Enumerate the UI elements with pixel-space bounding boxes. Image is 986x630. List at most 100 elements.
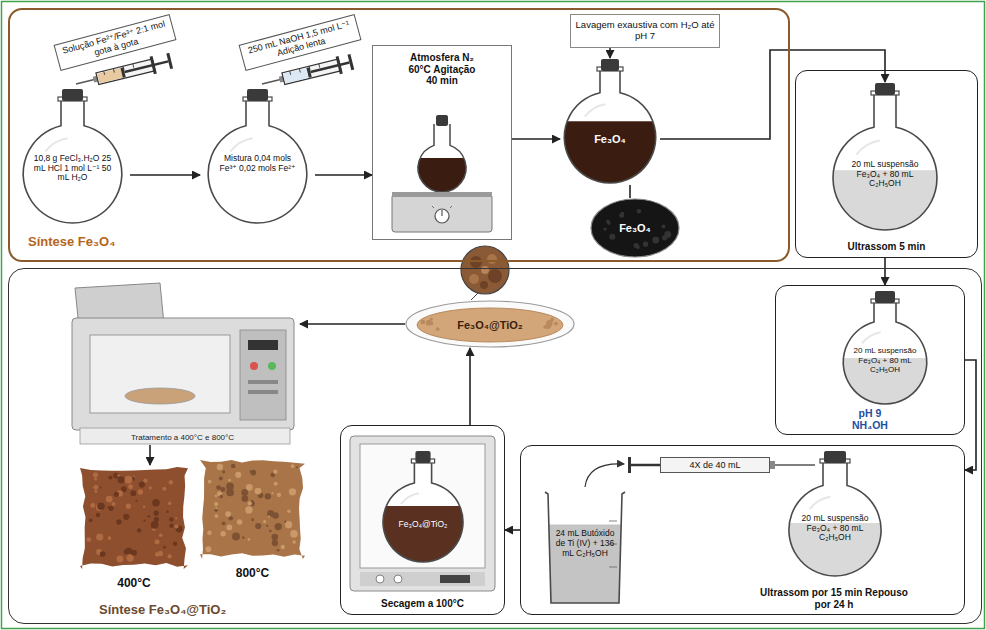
sample-grain [250, 470, 253, 473]
node-label: Ultrassom por 15 min Repouso por 24 h [759, 587, 909, 610]
node-label: Secagem a 100°C [381, 598, 464, 610]
sample-grain [169, 524, 173, 528]
sample-grain [125, 476, 133, 484]
syringe [299, 69, 301, 73]
sample-grain [277, 549, 280, 552]
sample-picture [80, 465, 188, 569]
sample-grain [255, 523, 261, 529]
callout-box: 250 mL NaOH 1,5 mol L⁻¹ Adição lenta [239, 13, 362, 70]
powder-ellipse [591, 199, 679, 257]
powder-grain [664, 231, 671, 238]
sample-grain [89, 518, 93, 522]
stirrer-plate [441, 210, 442, 216]
stirred-flask [400, 115, 490, 198]
stirred-flask [436, 115, 448, 126]
callout-box: 4X de 40 mL [660, 457, 770, 473]
syringe [97, 68, 123, 83]
sample-grain [291, 464, 295, 468]
sample-swatch: 400°C [80, 465, 188, 595]
beaker-tick [609, 521, 617, 522]
beaker-tick [609, 567, 617, 568]
sample-grain [266, 525, 268, 527]
flow-arrow [149, 445, 151, 465]
syringe [289, 71, 291, 75]
flow-arrow [315, 174, 372, 176]
process-box: Ultrassom 5 min20 mL suspensão Fe₃O₄ + 8… [795, 70, 978, 258]
node-label: Síntese Fe₃O₄ [28, 235, 115, 250]
drying-oven [394, 575, 402, 583]
sample-grain [255, 488, 262, 495]
beaker: 24 mL Butóxido de Ti (IV) + 136 mL C₂H₅O… [545, 490, 625, 605]
flask-stopper [247, 89, 268, 101]
annotation-label: 4X de 40 mL [665, 460, 765, 470]
powder-grain [621, 212, 625, 216]
sample-grain [248, 538, 251, 541]
sample-grain [139, 481, 145, 487]
sample-grain [281, 545, 285, 549]
syringe [585, 464, 624, 487]
dish-grain [420, 320, 425, 325]
stirred-flask [418, 124, 466, 192]
sample-grain [169, 517, 174, 522]
flask-liquid [380, 506, 466, 620]
reaction-flask: 20 mL suspensão Fe₃O₄ + 80 mL C₂H₅OH [830, 290, 940, 406]
sample-grain [248, 501, 252, 505]
sample-grain [237, 519, 242, 524]
inset-magnified [461, 246, 509, 300]
powder-grain [603, 227, 606, 230]
sample-grain [290, 530, 298, 538]
flow-arrow [629, 185, 631, 198]
sample-grain [271, 492, 273, 494]
sample-grain [225, 511, 231, 517]
sample-grain [96, 534, 103, 541]
sample-grain [124, 549, 129, 554]
sample-grain [277, 493, 281, 497]
sample-grain [178, 530, 181, 533]
sample-grain [116, 556, 123, 563]
stirrer-plate [435, 209, 449, 223]
sample-grain [100, 486, 102, 488]
dish-grain [554, 322, 558, 326]
flask-stopper [824, 451, 846, 463]
sample-grain [159, 533, 163, 537]
node-label: pH 9 NH₄OH [840, 407, 900, 431]
inset-magnified [469, 274, 479, 284]
inset-magnified [461, 246, 509, 294]
powder-inset: Fe₃O₄ [590, 198, 680, 258]
drying-oven [440, 575, 470, 583]
flask-liquid [830, 170, 940, 320]
beaker-outline [545, 492, 625, 603]
inset-magnified [470, 256, 482, 268]
sample-grain [127, 554, 134, 561]
node-label: Fe₃O₄@TiO₂ [457, 319, 522, 332]
node-label: Fe₃O₄@TiO₂ [390, 520, 456, 530]
flask-outline [789, 460, 881, 576]
flow-arrow [469, 348, 471, 425]
sample-grain [272, 540, 278, 546]
sample-grain [138, 489, 144, 495]
dish-grain [543, 325, 547, 329]
sample-grain [111, 502, 115, 506]
sample-grain [226, 489, 234, 497]
sample-grain [246, 484, 253, 491]
sample-grain [214, 514, 218, 518]
node-outline [830, 82, 940, 232]
flow-arrow [609, 48, 611, 58]
stirrer-plate [432, 206, 434, 208]
flask-stopper [875, 291, 895, 303]
node-label: 400°C [117, 577, 151, 591]
sample-grain [117, 474, 119, 476]
node-label: 10,8 g FeCl₃.H₂O 25 mL HCl 1 mol L⁻¹ 50 … [33, 154, 112, 183]
sample-grain [263, 520, 266, 523]
syringe [113, 69, 115, 73]
node-label: Ultrassom 5 min [848, 241, 926, 253]
sample-grain [116, 519, 121, 524]
sample-grain [274, 482, 278, 486]
sample-grain [162, 487, 166, 491]
sample-grain [265, 493, 271, 499]
sample-grain [126, 504, 131, 509]
syringe [347, 54, 354, 70]
flask-stopper [875, 83, 895, 95]
flask-stopper [601, 59, 619, 71]
